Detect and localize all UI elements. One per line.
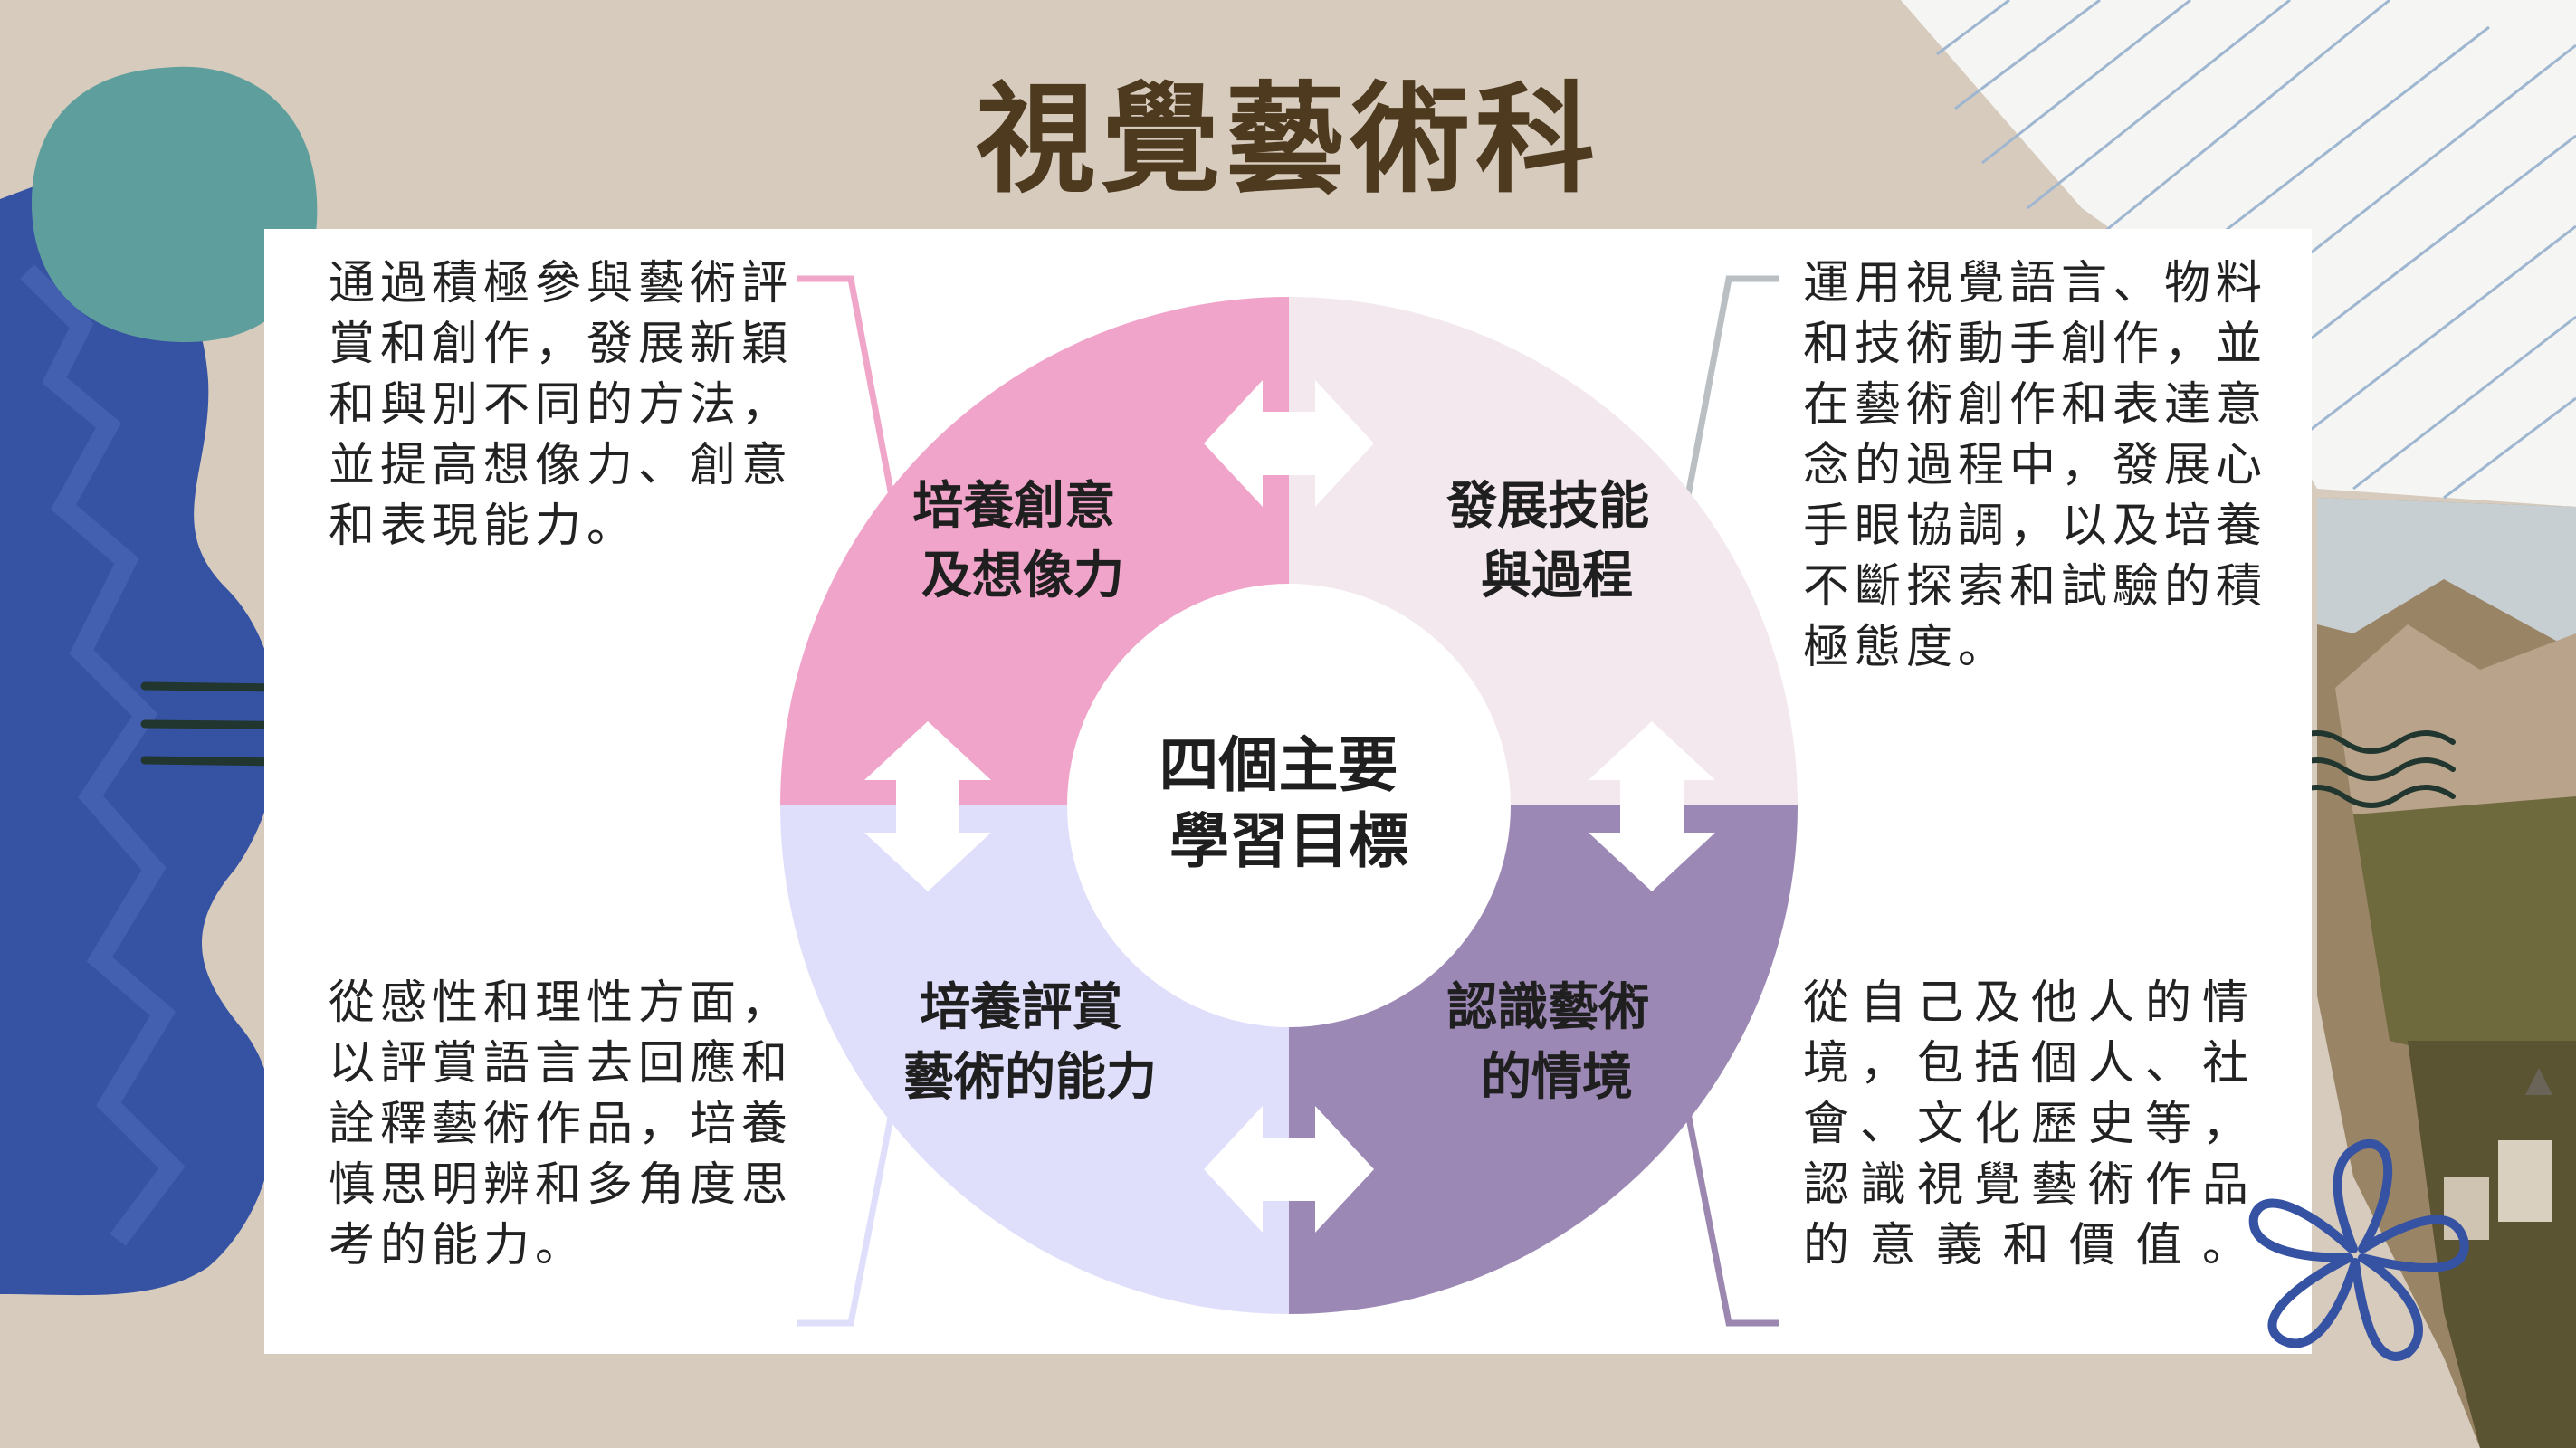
quadrant-label-context: 認識藝術 的情境 — [1446, 978, 1667, 1107]
blue-blob-texture — [20, 264, 186, 1246]
description-appreciation: 從感性和理性方面， 以評賞語言去回應和 詮釋藝術作品，培養 慎思明辨和多角度思 … — [329, 976, 794, 1272]
teal-circle-shape — [32, 66, 318, 343]
description-creativity: 通過積極參與藝術評 賞和創作，發展新穎 和與別不同的方法， 並提高想像力、創意 … — [329, 257, 794, 553]
description-context: 從自己及他人的情境，包括個人、社會、文化歷史等，認識視覺藝術作品的意義和價值。 — [1803, 976, 2254, 1272]
connector-line-context — [1684, 1112, 1779, 1327]
quadrant-label-skills: 發展技能 與過程 — [1445, 477, 1667, 605]
connector-line-creativity — [797, 275, 895, 497]
flower-outline-icon — [2248, 1139, 2469, 1361]
double-arrow-bottom — [1204, 1106, 1374, 1233]
connector-line-appreciation — [797, 1112, 895, 1327]
center-label: 四個主要 學習目標 — [1159, 730, 1419, 876]
center-circle — [1067, 584, 1511, 1027]
double-arrow-left — [864, 721, 991, 891]
page-title: 視覺藝術科 — [976, 70, 1600, 210]
description-skills: 運用視覺語言、物料 和技術動手創作，並 在藝術創作和表達意 念的過程中，發展心 … — [1803, 257, 2268, 674]
quadrant-label-appreciation: 培養評賞 藝術的能力 — [903, 978, 1157, 1107]
double-arrow-top — [1204, 380, 1374, 507]
double-arrow-right — [1589, 721, 1715, 891]
connector-line-skills — [1684, 275, 1779, 497]
quadrant-label-creativity: 培養創意 及想像力 — [912, 477, 1133, 605]
